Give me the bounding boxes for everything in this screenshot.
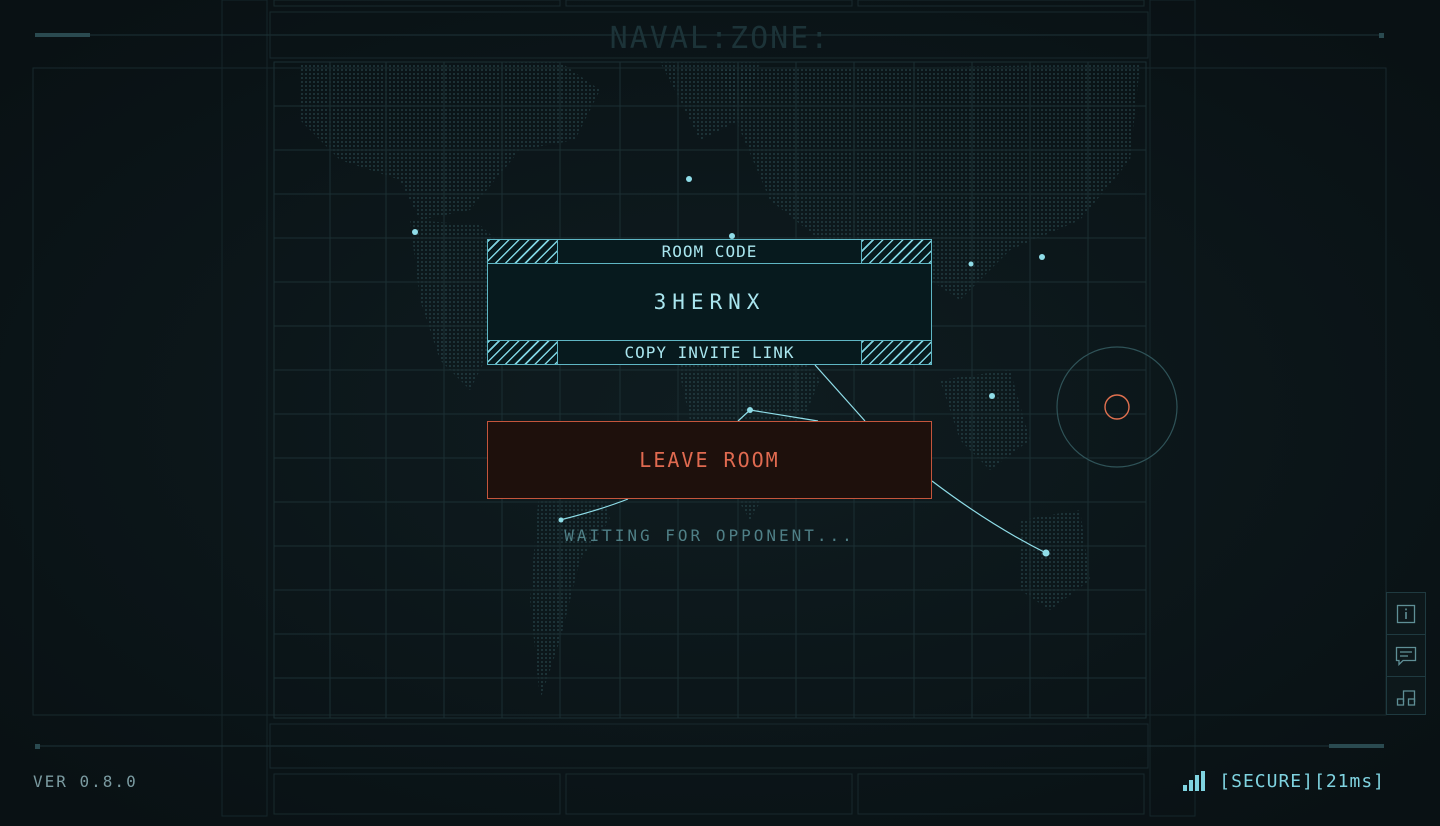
side-toolbar <box>1386 592 1426 715</box>
chat-icon <box>1395 646 1417 666</box>
waiting-status: WAITING FOR OPPONENT... <box>564 526 855 545</box>
game-title: NAVAL:ZONE: <box>609 20 831 56</box>
room-code-value: 3HERNX <box>653 290 766 314</box>
version-label: VER 0.8.0 <box>33 772 138 791</box>
copy-invite-link-button[interactable]: COPY INVITE LINK <box>488 340 931 364</box>
connection-text: [SECURE][21ms] <box>1219 770 1385 792</box>
hatch-decoration <box>861 240 931 263</box>
hatch-decoration <box>488 240 558 263</box>
room-code-panel: ROOM CODE 3HERNX COPY INVITE LINK <box>487 239 932 365</box>
connection-status: [SECURE][21ms] <box>1183 770 1385 792</box>
room-code-label: ROOM CODE <box>661 242 758 261</box>
music-icon <box>1396 689 1416 706</box>
room-code-header: ROOM CODE <box>488 240 931 264</box>
music-button[interactable] <box>1387 676 1425 718</box>
leave-room-button[interactable]: LEAVE ROOM <box>487 421 932 499</box>
hatch-decoration <box>861 341 931 364</box>
info-icon <box>1396 604 1416 623</box>
info-button[interactable] <box>1387 593 1425 634</box>
signal-bars-icon <box>1183 771 1206 791</box>
hatch-decoration <box>488 341 558 364</box>
copy-invite-link-label[interactable]: COPY INVITE LINK <box>624 343 795 362</box>
chat-button[interactable] <box>1387 634 1425 676</box>
